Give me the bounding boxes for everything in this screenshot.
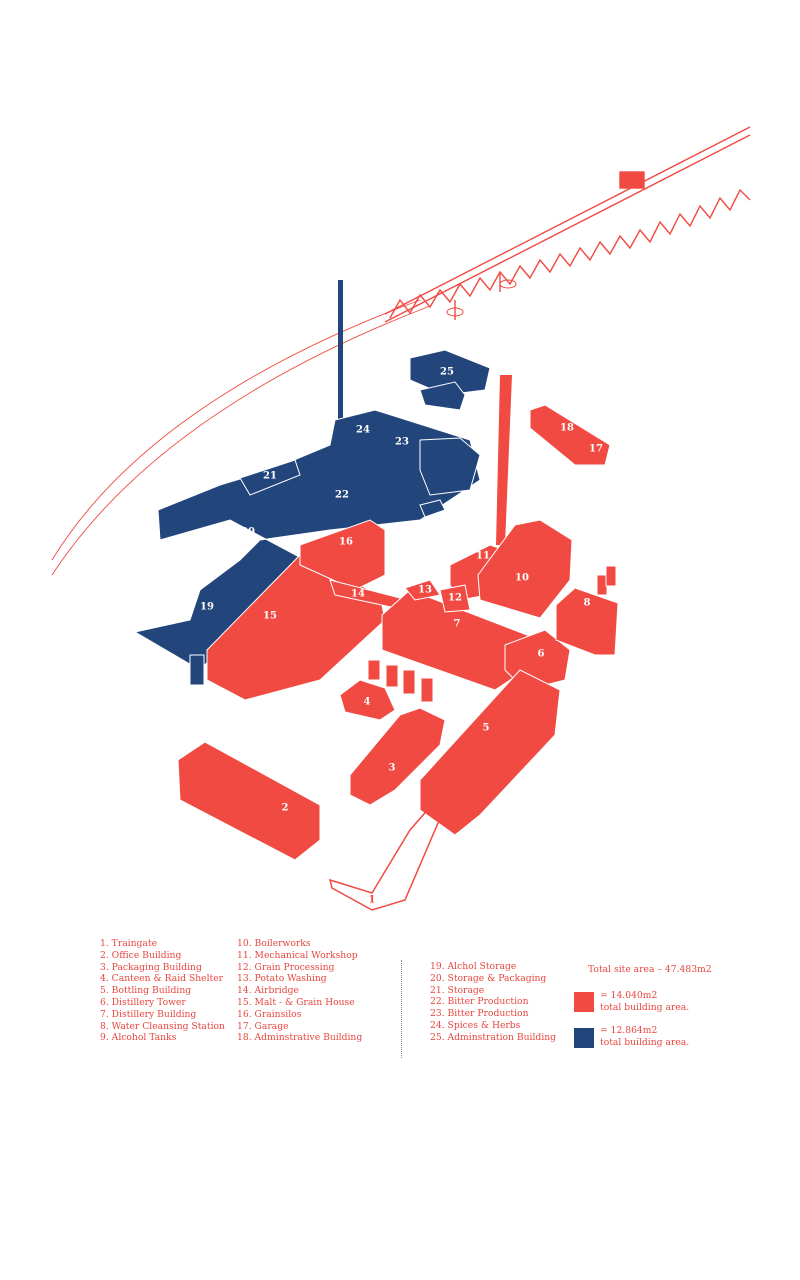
label-24: 24	[356, 425, 370, 436]
isometric-site-plan: 2 3 4 5 6 7 8 10 11 12 13 14 15 16 17 18…	[51, 126, 751, 911]
label-16: 16	[339, 537, 353, 548]
legend-item: 25. Adminstration Building	[430, 1031, 557, 1043]
blue-area-text: = 12.864m2 total building area.	[600, 1025, 689, 1049]
legend-item: 18. Adminstrative Building	[237, 1032, 363, 1044]
legend-column-2: 10. Boilerworks 11. Mechanical Workshop …	[237, 938, 362, 1044]
label-21: 21	[263, 471, 277, 482]
legend-item: 4. Canteen & Raid Shelter	[100, 973, 224, 985]
legend-item: 5. Bottling Building	[100, 985, 192, 997]
red-area-text: = 14.040m2 total building area.	[600, 990, 689, 1014]
label-18: 18	[560, 423, 574, 434]
label-23: 23	[395, 437, 409, 448]
legend-item: 17. Garage	[237, 1020, 289, 1032]
label-14: 14	[351, 589, 365, 600]
legend-item: 1. Traingate	[100, 938, 158, 949]
legend-item: 6. Distillery Tower	[100, 996, 186, 1008]
building-labels: 2 3 4 5 6 7 8 10 11 12 13 14 15 16 17 18…	[200, 367, 603, 814]
legend-divider	[401, 960, 402, 1058]
red-area-value: = 14.040m2	[600, 990, 658, 1001]
label-6: 6	[538, 649, 545, 660]
red-swatch	[574, 992, 594, 1012]
legend-item: 10. Boilerworks	[237, 938, 311, 949]
legend-item: 12. Grain Processing	[237, 961, 335, 973]
label-11: 11	[476, 551, 490, 562]
label-8: 8	[584, 598, 591, 609]
label-19: 19	[200, 602, 214, 613]
label-17: 17	[589, 444, 603, 455]
legend-item: 22. Bitter Production	[430, 996, 529, 1008]
label-22: 22	[335, 490, 349, 501]
railway-track	[51, 299, 431, 576]
railway-bridge	[384, 126, 751, 323]
red-buildings	[177, 404, 619, 911]
legend-item: 2. Office Building	[100, 949, 182, 961]
label-10: 10	[515, 573, 529, 584]
label-3: 3	[389, 763, 396, 774]
label-25: 25	[440, 367, 454, 378]
label-2: 2	[282, 803, 289, 814]
label-4: 4	[364, 697, 371, 708]
total-site-area: Total site area – 47.483m2	[588, 964, 712, 975]
label-1: 1	[369, 895, 376, 906]
label-20: 20	[241, 527, 255, 538]
label-5: 5	[483, 723, 490, 734]
legend-column-1: 1. Traingate 2. Office Building 3. Packa…	[100, 938, 225, 1044]
legend-item: 9. Alcohol Tanks	[100, 1032, 177, 1044]
legend-item: 11. Mechanical Workshop	[237, 949, 358, 961]
legend-item: 21. Storage	[430, 984, 485, 996]
legend-item: 8. Water Cleansing Station	[100, 1020, 225, 1032]
label-7: 7	[454, 619, 461, 630]
legend-item: 24. Spices & Herbs	[430, 1019, 521, 1031]
legend-item: 20. Storage & Packaging	[430, 972, 547, 984]
red-area-desc: total building area.	[600, 1001, 690, 1013]
label-15: 15	[263, 611, 277, 622]
chimney-blue	[338, 280, 343, 425]
legend-item: 7. Distillery Building	[100, 1008, 197, 1020]
blue-buildings	[133, 349, 491, 686]
blue-area-desc: total building area.	[600, 1036, 690, 1048]
label-12: 12	[448, 593, 462, 604]
legend-column-3: 19. Alchol Storage 20. Storage & Packagi…	[430, 961, 556, 1044]
legend-item: 3. Packaging Building	[100, 961, 202, 973]
legend-item: 16. Grainsilos	[237, 1008, 302, 1020]
legend-item: 19. Alchol Storage	[430, 961, 517, 972]
legend-item: 13. Potato Washing	[237, 973, 327, 985]
legend-item: 23. Bitter Production	[430, 1008, 529, 1020]
blue-swatch	[574, 1028, 594, 1048]
chimney-red	[496, 375, 512, 545]
label-13: 13	[418, 585, 432, 596]
blue-area-value: = 12.864m2	[600, 1025, 658, 1036]
legend-item: 14. Airbridge	[237, 985, 299, 997]
legend-item: 15. Malt - & Grain House	[237, 996, 355, 1008]
